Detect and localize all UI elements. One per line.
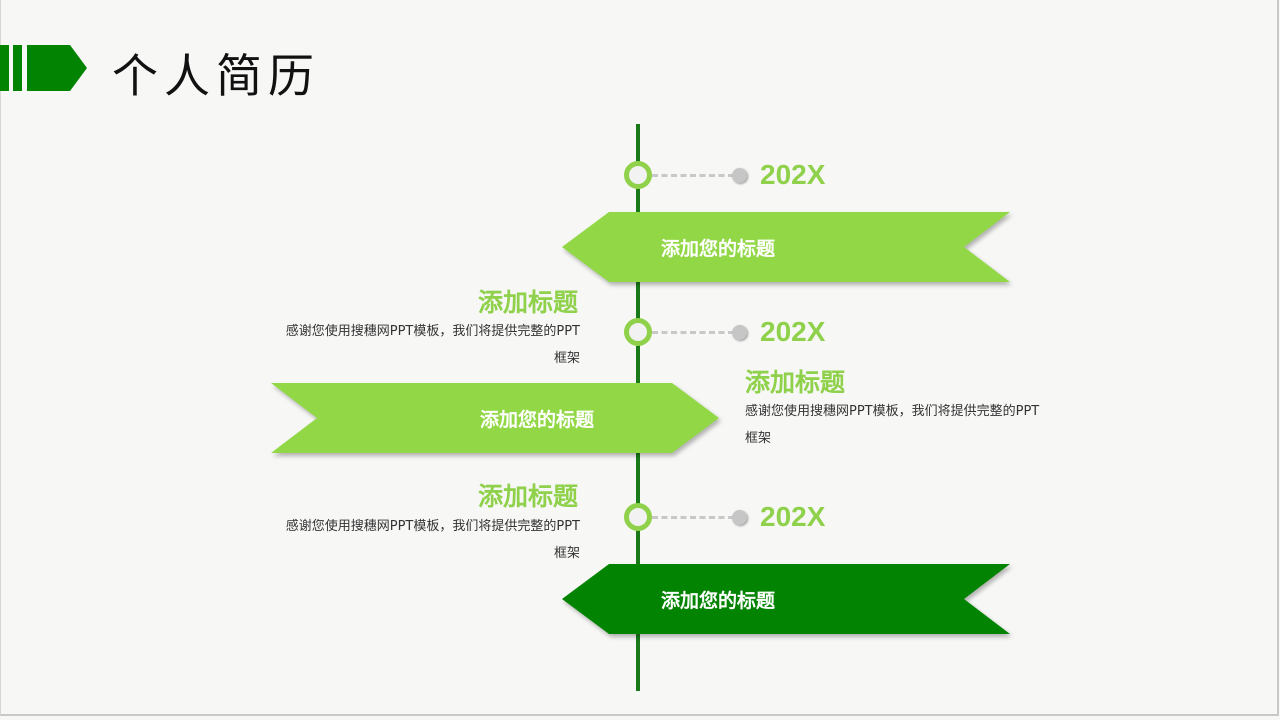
desc-line: 框架 [553, 546, 580, 561]
timeline-node: 202X [624, 159, 826, 191]
desc-line: 感谢您使用搜穗网PPT模板，我们将提供完整的PPT [285, 324, 580, 339]
dashed-connector [652, 174, 734, 177]
dashed-connector [652, 331, 734, 334]
item-title: 添加标题 [745, 368, 846, 397]
ring-icon [624, 161, 652, 189]
year-label: 202X [760, 159, 826, 190]
ring-icon [624, 318, 652, 346]
item-title: 添加标题 [477, 288, 578, 317]
dot-icon [732, 168, 747, 183]
ribbon-banner[interactable]: 添加您的标题 [562, 564, 1010, 634]
ribbon-label: 添加您的标题 [480, 408, 595, 431]
ribbon-shape [271, 383, 719, 453]
desc-line: 框架 [745, 431, 772, 446]
ribbon-shape [562, 564, 1010, 634]
year-label: 202X [760, 501, 826, 532]
timeline-node: 202X [624, 501, 826, 533]
desc-line: 感谢您使用搜穗网PPT模板，我们将提供完整的PPT [745, 404, 1040, 419]
ribbon-shape [562, 212, 1010, 282]
ring-icon [624, 503, 652, 531]
ribbon-label: 添加您的标题 [661, 237, 776, 260]
green-arrow-bars-icon [0, 45, 87, 91]
desc-line: 感谢您使用搜穗网PPT模板，我们将提供完整的PPT [285, 519, 580, 534]
item-title: 添加标题 [477, 482, 578, 511]
year-label: 202X [760, 316, 826, 347]
page-title: 个人简历 [112, 49, 320, 103]
item-description: 感谢您使用搜穗网PPT模板，我们将提供完整的PPT 框架 [240, 513, 580, 567]
item-description: 感谢您使用搜穗网PPT模板，我们将提供完整的PPT 框架 [745, 398, 1085, 452]
desc-line: 框架 [553, 351, 580, 366]
dot-icon [732, 325, 747, 340]
dot-icon [732, 510, 747, 525]
timeline-node: 202X [624, 316, 826, 348]
item-description: 感谢您使用搜穗网PPT模板，我们将提供完整的PPT 框架 [240, 318, 580, 372]
ribbon-banner[interactable]: 添加您的标题 [271, 383, 719, 453]
ribbon-banner[interactable]: 添加您的标题 [562, 212, 1010, 282]
dashed-connector [652, 516, 734, 519]
ribbon-label: 添加您的标题 [661, 589, 776, 612]
